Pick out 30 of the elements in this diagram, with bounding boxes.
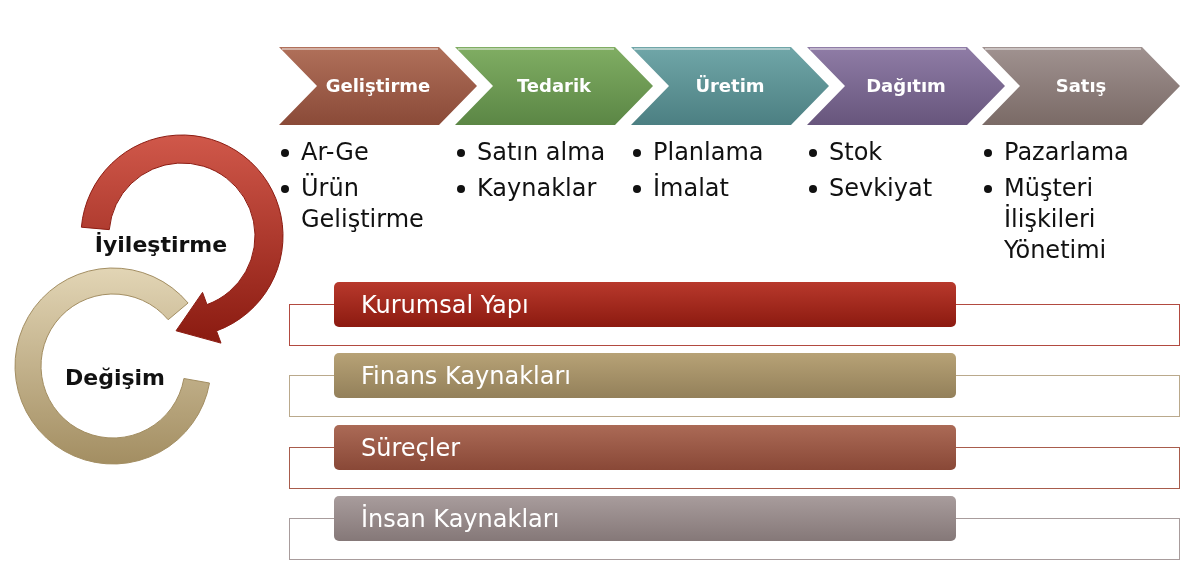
bar-label: Finans Kaynakları	[361, 360, 571, 391]
chevron-shape	[807, 47, 1005, 125]
bar-label: Kurumsal Yapı	[361, 289, 529, 320]
chevron-label: Dağıtım	[866, 75, 946, 97]
bar	[334, 353, 956, 398]
bullet-item: Planlama	[631, 137, 764, 168]
bullet-item: İmalat	[631, 173, 729, 204]
bar	[334, 496, 956, 541]
chevron-shape	[982, 47, 1180, 125]
open-ring	[13, 268, 213, 465]
bullet-item: Müşteri İlişkileri Yönetimi	[982, 173, 1162, 266]
bullet-item: Sevkiyat	[807, 173, 933, 204]
bullet-item: Satın alma	[455, 137, 606, 168]
chevron-shape	[631, 47, 829, 125]
step-label: İyileştirme	[94, 232, 228, 258]
bar-label: İnsan Kaynakları	[361, 503, 560, 534]
chevron-label: Satış	[1055, 75, 1107, 97]
ring-label: Değişim	[65, 365, 165, 391]
bullet-item: Pazarlama	[982, 137, 1129, 168]
chevron-shape	[455, 47, 653, 125]
chevron-shape	[279, 47, 477, 125]
bar	[334, 425, 956, 470]
circular-arrow	[80, 134, 284, 344]
chevron-label: Üretim	[695, 75, 765, 97]
bullet-item: Ar-Ge	[279, 137, 369, 168]
chevron-label: Tedarik	[516, 75, 592, 97]
bar-label: Süreçler	[361, 432, 461, 463]
bar	[334, 282, 956, 327]
bullet-item: Stok	[807, 137, 883, 168]
chevron-label: Geliştirme	[325, 75, 431, 97]
